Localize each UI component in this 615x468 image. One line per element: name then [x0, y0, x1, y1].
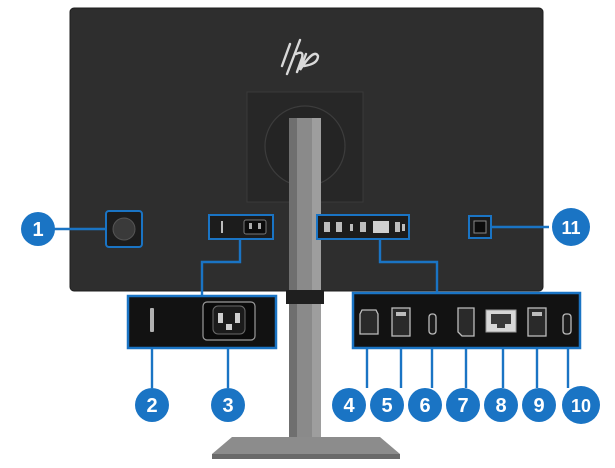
usb-a-port-2	[527, 307, 547, 337]
svg-text:8: 8	[495, 395, 506, 417]
callout-7: 7	[446, 388, 480, 422]
svg-text:2: 2	[146, 395, 157, 417]
svg-text:9: 9	[533, 395, 544, 417]
svg-text:1: 1	[32, 219, 43, 241]
usb-c-port	[428, 313, 437, 335]
callout-3: 3	[211, 388, 245, 422]
power-port-area	[208, 214, 274, 240]
leader-lines	[54, 225, 570, 388]
usb-a-port-1	[391, 307, 411, 337]
svg-text:3: 3	[222, 395, 233, 417]
zoom-io-panel	[351, 291, 582, 350]
usb-c-port-2	[562, 313, 572, 335]
hdmi-port	[359, 309, 379, 335]
callout-6: 6	[408, 388, 442, 422]
svg-text:5: 5	[381, 395, 392, 417]
displayport-port	[457, 307, 475, 337]
callout-2: 2	[135, 388, 169, 422]
callout-8: 8	[484, 388, 518, 422]
callout-4: 4	[332, 388, 366, 422]
svg-text:11: 11	[561, 218, 580, 238]
svg-text:10: 10	[571, 396, 591, 416]
stand-base	[212, 437, 400, 459]
stand-column	[286, 118, 324, 440]
ac-power-connector	[202, 301, 256, 341]
callout-1: 1	[21, 212, 55, 246]
svg-text:4: 4	[343, 395, 355, 417]
power-button[interactable]	[105, 210, 143, 248]
security-slot	[468, 215, 492, 239]
ethernet-port	[485, 309, 517, 333]
svg-text:7: 7	[457, 395, 468, 417]
io-port-area	[316, 214, 410, 240]
hp-logo	[280, 38, 320, 76]
zoom-power-panel	[126, 294, 278, 350]
callout-5: 5	[370, 388, 404, 422]
usb-c-service-port	[150, 308, 154, 332]
callout-9: 9	[522, 388, 556, 422]
svg-text:6: 6	[419, 395, 430, 417]
callout-10: 10	[562, 386, 600, 424]
callout-11: 11	[552, 208, 590, 246]
